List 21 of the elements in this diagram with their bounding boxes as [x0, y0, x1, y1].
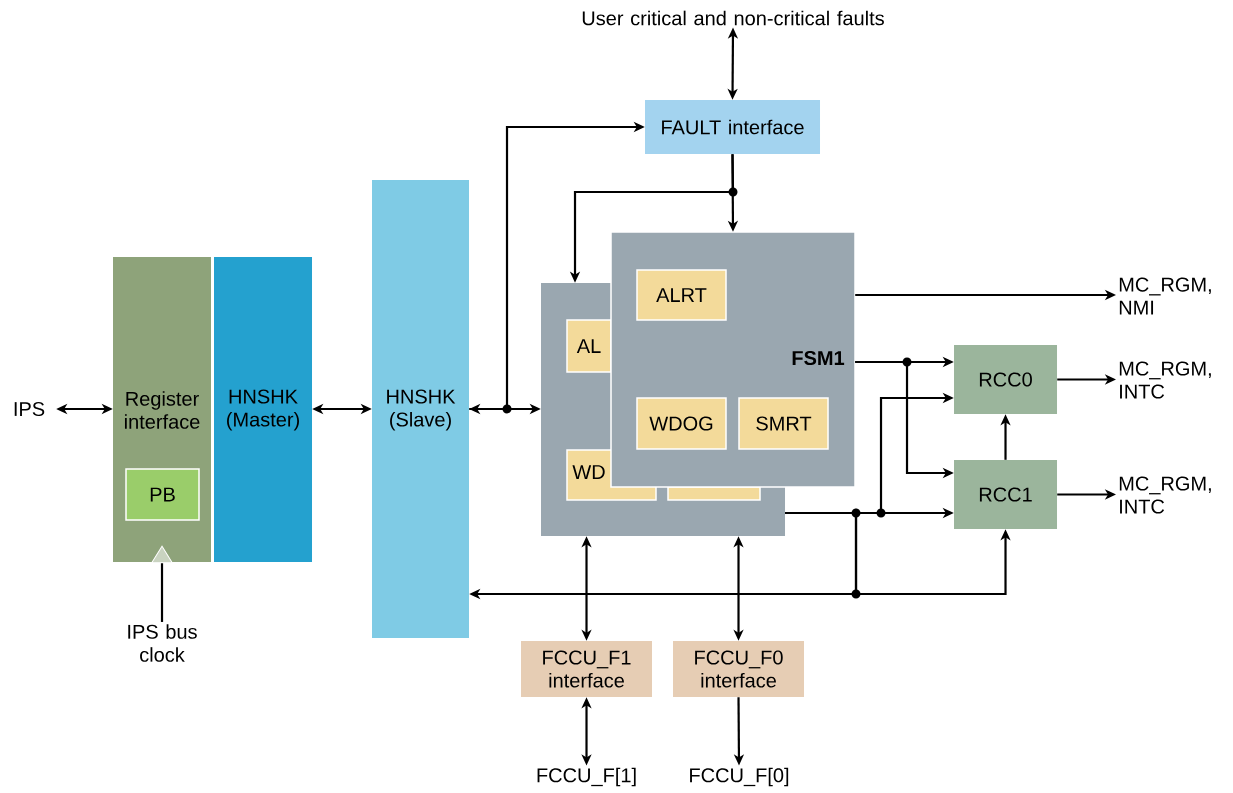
interface-box: FCCU_F0 interface	[673, 641, 804, 697]
signal-label: MC_RGM, INTC	[1119, 476, 1211, 514]
signal-label: IPS	[14, 401, 45, 417]
arrow	[151, 545, 173, 622]
signal-label: User critical and non-critical faults	[582, 10, 884, 26]
signal-label: IPS bus clock	[128, 624, 197, 662]
rcc-box: RCC1	[954, 460, 1057, 529]
module-box: SMRT	[738, 397, 829, 450]
handshake-block: HNSHK (Master)	[214, 257, 312, 562]
interface-box: FAULT interface	[645, 100, 820, 154]
handshake-block: HNSHK (Slave)	[372, 180, 469, 638]
signal-label: FCCU_F[0]	[690, 767, 789, 787]
rcc-box: RCC0	[954, 345, 1057, 414]
register-box: PB	[125, 468, 200, 521]
module-box: WDOG	[636, 397, 727, 450]
module-box: AL	[566, 319, 612, 373]
signal-label: MC_RGM, INTC	[1119, 361, 1211, 399]
interface-box: FCCU_F1 interface	[521, 641, 652, 697]
module-box: ALRT	[636, 269, 727, 321]
signal-label: FCCU_F[1]	[537, 767, 636, 787]
signal-label: MC_RGM, NMI	[1119, 277, 1211, 315]
